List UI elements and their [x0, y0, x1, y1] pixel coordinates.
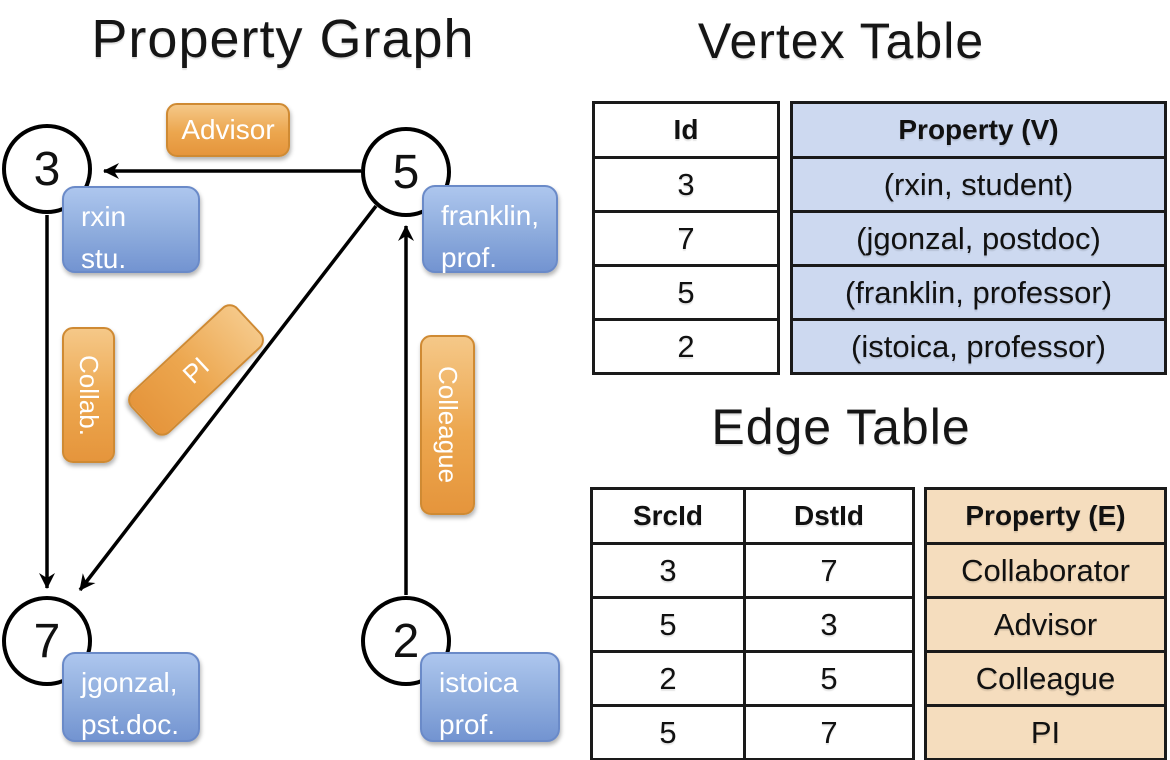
edge-label-advisor: Advisor: [166, 103, 290, 157]
vertex-property-cell: (istoica, professor): [790, 318, 1167, 375]
vertex-property-box-rxin: rxin stu.: [62, 186, 200, 274]
property-graph-title: Property Graph: [91, 9, 475, 69]
vertex-node-2: 2: [361, 596, 451, 686]
edge-label-colleague: Colleague: [420, 335, 475, 515]
edge-srcid-cell: 2: [590, 650, 746, 707]
vertex-id-cell: 5: [592, 264, 780, 321]
table-row: Colleague: [924, 650, 1167, 707]
vertex-property-line: prof.: [441, 242, 498, 273]
vertex-property-cell: (rxin, student): [790, 156, 1167, 213]
vertex-id-header: Id: [592, 101, 780, 159]
vertex-node-7-id: 7: [33, 614, 61, 668]
table-row: 3 7: [590, 542, 915, 599]
edge-id-table: SrcId DstId 3 7 5 3 2 5 5 7: [590, 487, 915, 760]
edge-srcid-header: SrcId: [590, 487, 746, 545]
vertex-node-5-id: 5: [392, 145, 420, 199]
vertex-id-cell: 3: [592, 156, 780, 213]
edge-srcid-cell: 5: [590, 596, 746, 653]
edge-label-pi-text: PI: [176, 350, 215, 389]
vertex-property-line: jgonzal,: [81, 667, 178, 698]
vertex-property-box-istoica: istoica prof.: [420, 652, 560, 742]
table-row: 2 5: [590, 650, 915, 707]
edge-dstid-cell: 5: [743, 650, 915, 707]
vertex-property-header: Property (V): [790, 101, 1167, 159]
edge-property-cell: Advisor: [924, 596, 1167, 653]
edge-dstid-cell: 7: [743, 542, 915, 599]
edge-property-header: Property (E): [924, 487, 1167, 545]
table-row: Collaborator: [924, 542, 1167, 599]
table-row: (jgonzal, postdoc): [790, 210, 1167, 267]
table-row: Advisor: [924, 596, 1167, 653]
edge-property-cell: Colleague: [924, 650, 1167, 707]
table-header-row: Property (V): [790, 101, 1167, 159]
vertex-node-2-id: 2: [392, 614, 420, 668]
table-row: (istoica, professor): [790, 318, 1167, 375]
edge-dstid-header: DstId: [743, 487, 915, 545]
vertex-id-cell: 7: [592, 210, 780, 267]
edge-label-colleague-text: Colleague: [433, 366, 463, 484]
vertex-property-line: rxin: [81, 201, 127, 232]
vertex-property-cell: (jgonzal, postdoc): [790, 210, 1167, 267]
edge-property-table: Property (E) Collaborator Advisor Collea…: [924, 487, 1167, 760]
edge-dstid-cell: 7: [743, 704, 915, 760]
edge-pi-arrow: [78, 204, 378, 592]
edge-property-cell: PI: [924, 704, 1167, 760]
graph-edges-layer: [39, 163, 414, 595]
vertex-table-title: Vertex Table: [697, 13, 985, 69]
vertex-property-line: istoica: [439, 667, 519, 698]
edge-dstid-cell: 3: [743, 596, 915, 653]
vertex-property-line: prof.: [439, 709, 496, 740]
edge-srcid-cell: 5: [590, 704, 746, 760]
table-row: 3: [592, 156, 780, 213]
vertex-id-cell: 2: [592, 318, 780, 375]
table-row: (franklin, professor): [790, 264, 1167, 321]
edge-label-collab-text: Collab.: [74, 354, 104, 436]
vertex-property-line: stu.: [81, 243, 127, 274]
edge-label-advisor-text: Advisor: [181, 114, 275, 145]
table-row: 7: [592, 210, 780, 267]
table-row: 5 3: [590, 596, 915, 653]
table-row: 5 7: [590, 704, 915, 760]
vertex-node-5: 5: [361, 127, 451, 217]
table-row: 5: [592, 264, 780, 321]
edge-label-collab: Collab.: [62, 327, 115, 463]
edge-srcid-cell: 3: [590, 542, 746, 599]
table-row: PI: [924, 704, 1167, 760]
table-header-row: Id: [592, 101, 780, 159]
vertex-property-box-franklin: franklin, prof.: [422, 185, 558, 273]
table-row: 2: [592, 318, 780, 375]
vertex-property-box-jgonzal: jgonzal, pst.doc.: [62, 652, 200, 742]
table-header-row: Property (E): [924, 487, 1167, 545]
edge-table-title: Edge Table: [711, 399, 971, 455]
vertex-node-3-id: 3: [33, 142, 61, 196]
vertex-id-table: Id 3 7 5 2: [592, 101, 780, 375]
vertex-property-line: franklin,: [441, 200, 540, 231]
table-row: (rxin, student): [790, 156, 1167, 213]
vertex-property-cell: (franklin, professor): [790, 264, 1167, 321]
table-header-row: SrcId DstId: [590, 487, 915, 545]
edge-property-cell: Collaborator: [924, 542, 1167, 599]
vertex-property-table: Property (V) (rxin, student) (jgonzal, p…: [790, 101, 1167, 375]
vertex-property-line: pst.doc.: [81, 709, 180, 740]
